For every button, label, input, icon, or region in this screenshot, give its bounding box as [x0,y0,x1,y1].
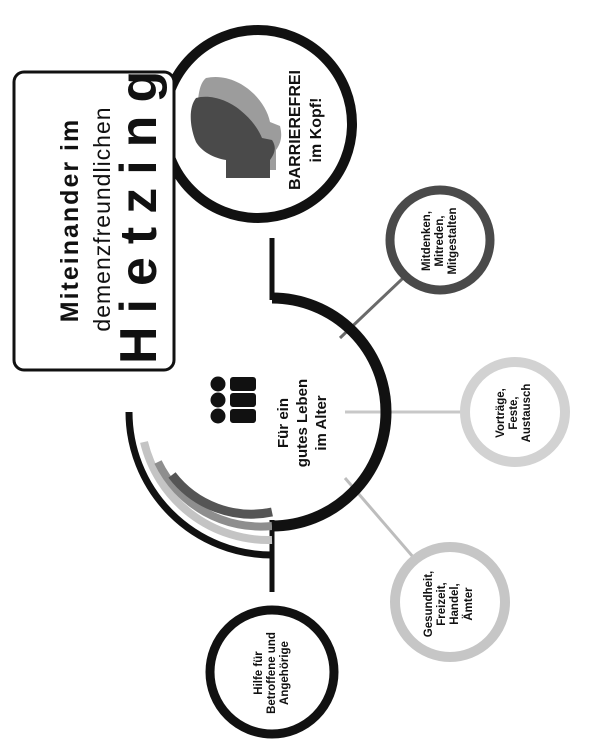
outer-arc-dark [168,472,273,519]
outer-arc-black [125,411,273,559]
node-1-line-3: Mitgestalten [447,207,460,275]
node-circle-4 [205,605,339,739]
outer-arc-mid [154,460,273,531]
badge-line-1: BARRIEREFREI [287,70,304,191]
node-2-line-3: Austausch [521,383,534,443]
title-box [12,70,176,372]
node-circle-1 [385,185,495,295]
center-text: Für ein gutes Leben im Alter [275,368,331,478]
node-text-4: Hilfe für Betroffene und Angehörige [253,625,295,721]
node-3-line-3: Handel, [449,583,462,625]
title-line-1: Miteinander im [56,117,84,323]
node-3-line-4: Ämter [462,587,475,621]
group-of-people-icon [210,376,256,424]
node-text-1: Mitdenken, Mitreden, Mitgestalten [421,199,463,283]
node-1-line-2: Mitreden, [434,215,447,267]
title-line-3: Hietzing [110,57,168,364]
two-heads-icon [190,76,282,178]
center-line-3: im Alter [312,395,330,451]
center-line-1: Für ein [275,398,292,449]
badge-text: BARRIEREFREI im Kopf! [286,65,330,195]
node-3-line-1: Gesundheit, [423,570,435,638]
node-4-line-3: Angehörige [279,641,292,705]
node-1-line-1: Mitdenken, [421,210,433,272]
node-circle-3 [390,542,510,662]
badge-line-2: im Kopf! [307,97,325,163]
center-line-2: gutes Leben [293,378,311,468]
node-3-line-2: Freizeit, [436,582,449,626]
node-2-line-1: Vorträge, [495,388,507,438]
node-text-3: Gesundheit, Freizeit, Handel, Ämter [423,566,479,642]
node-4-line-2: Betroffene und [266,632,279,714]
node-text-2: Vorträge, Feste, Austausch [495,373,537,453]
node-2-line-2: Feste, [508,396,521,430]
center-hub-arc [271,292,392,532]
outer-arc-light [140,441,273,545]
node-circle-2 [460,357,570,467]
node-4-line-1: Hilfe für [253,651,265,695]
